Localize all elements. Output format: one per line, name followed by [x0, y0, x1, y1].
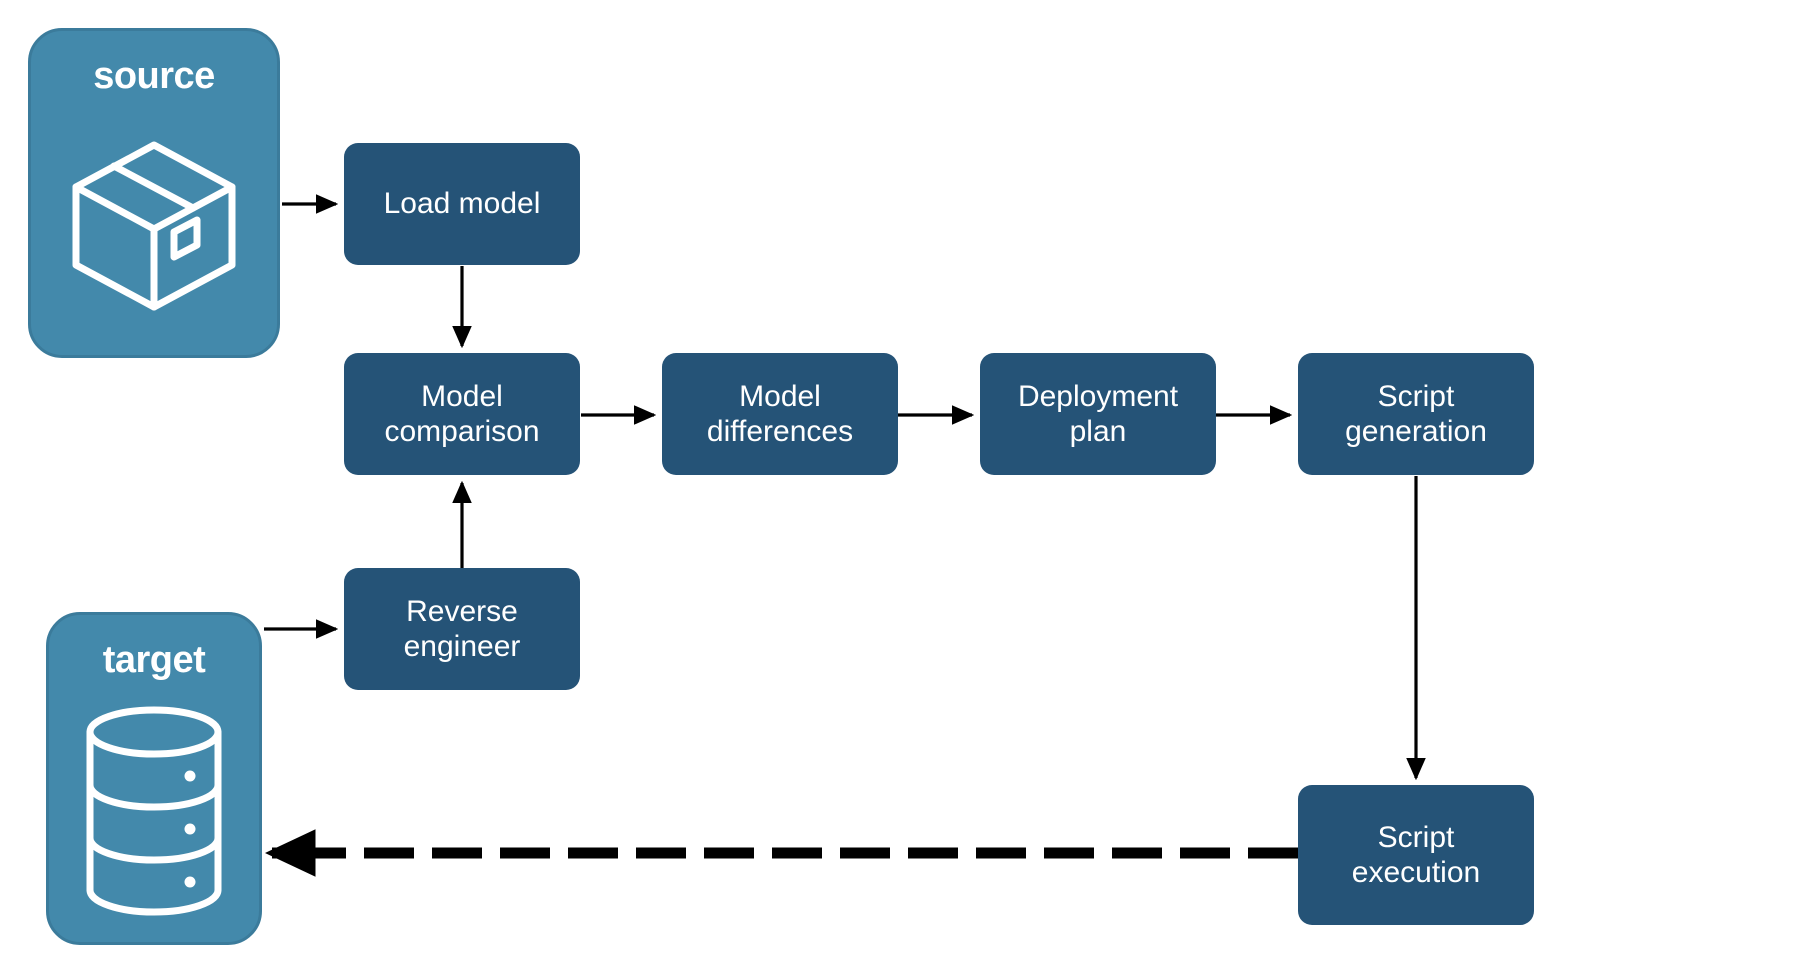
endpoint-source[interactable]: source [28, 28, 280, 358]
node-model-differences[interactable]: Model differences [662, 353, 898, 475]
node-script-generation[interactable]: Script generation [1298, 353, 1534, 475]
package-box-icon [31, 95, 277, 355]
node-deployment-plan[interactable]: Deployment plan [980, 353, 1216, 475]
node-load-model-label: Load model [383, 187, 541, 221]
node-deployment-plan-label: Deployment plan [1017, 379, 1179, 448]
node-model-comparison-label: Model comparison [384, 379, 540, 448]
node-script-execution-label: Script execution [1351, 820, 1481, 889]
node-model-differences-label: Model differences [706, 379, 854, 448]
node-script-generation-label: Script generation [1345, 379, 1487, 448]
endpoint-target-label: target [102, 639, 206, 681]
database-cylinder-icon [49, 679, 259, 942]
node-reverse-engineer[interactable]: Reverse engineer [344, 568, 580, 690]
node-load-model[interactable]: Load model [344, 143, 580, 265]
node-script-execution[interactable]: Script execution [1298, 785, 1534, 925]
node-reverse-engineer-label: Reverse engineer [403, 594, 521, 663]
node-model-comparison[interactable]: Model comparison [344, 353, 580, 475]
endpoint-source-label: source [93, 55, 215, 97]
endpoint-target[interactable]: target [46, 612, 262, 945]
